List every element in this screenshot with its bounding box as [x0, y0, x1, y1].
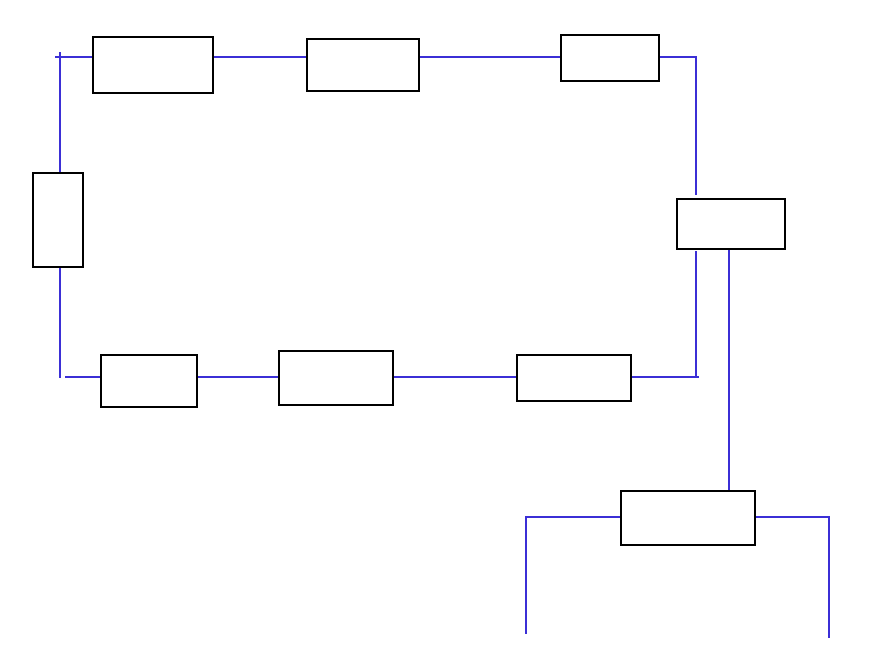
boxes: [32, 34, 786, 546]
box-top-2: [306, 38, 420, 92]
box-left: [32, 172, 84, 268]
box-bottom-3: [516, 354, 632, 402]
box-bottom-1: [100, 354, 198, 408]
box-top-3: [560, 34, 660, 82]
box-top-1: [92, 36, 214, 94]
box-right: [676, 198, 786, 250]
box-bottom-2: [278, 350, 394, 406]
box-lower: [620, 490, 756, 546]
wires: [55, 52, 830, 638]
